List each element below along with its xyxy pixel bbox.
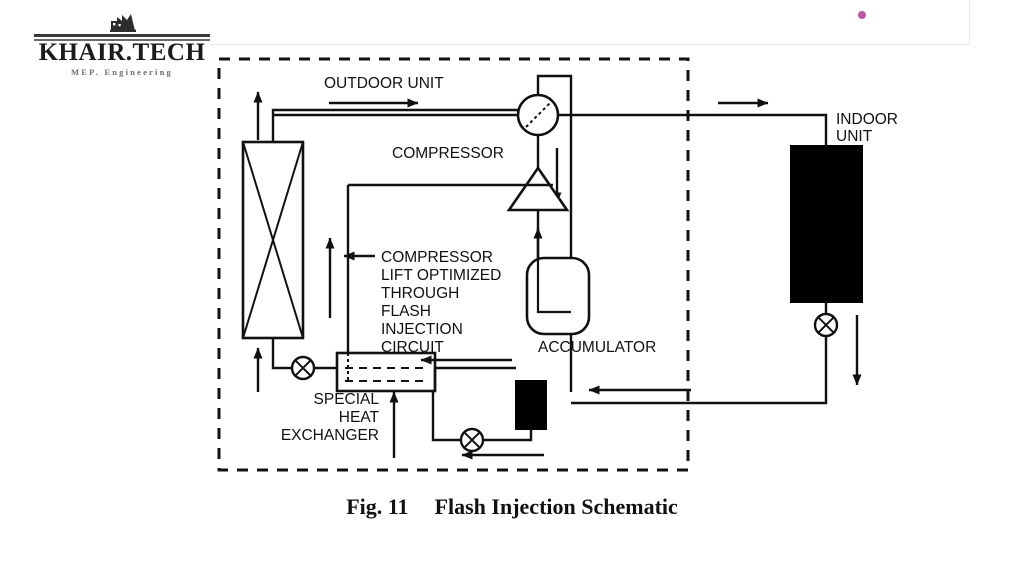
pipe-indoor-liquid-line	[571, 302, 828, 405]
expansion-valve-injection-cross	[463, 431, 481, 449]
label-special-hx-line2: HEAT	[339, 409, 380, 426]
logo-rule-upper	[34, 34, 210, 37]
accumulator-dip-tube	[536, 258, 571, 314]
label-special-hx-line3: EXCHANGER	[281, 427, 379, 444]
accumulator	[525, 256, 591, 336]
callout-line5: INJECTION	[381, 321, 463, 338]
outdoor-coil-cross	[242, 141, 304, 339]
label-outdoor-unit: OUTDOOR UNIT	[324, 75, 444, 92]
label-special-hx-line1: SPECIAL	[314, 391, 380, 408]
callout-line3: THROUGH	[381, 285, 459, 302]
pipe-valve-top-loop	[536, 74, 573, 392]
magenta-dot-artifact	[858, 11, 866, 19]
factory-building-icon	[110, 12, 136, 32]
pipe-valve-to-indoor	[558, 113, 828, 145]
special-heat-exchanger	[335, 351, 437, 393]
expansion-valve-indoor-cross	[817, 316, 835, 334]
callout-line1: COMPRESSOR	[381, 249, 493, 266]
label-indoor-unit-line2: UNIT	[836, 128, 873, 145]
compressor	[506, 165, 570, 212]
logo-wordmark: KHAIR.TECH	[38, 39, 206, 66]
callout-line2: LIFT OPTIMIZED	[381, 267, 501, 284]
indoor-coil	[790, 145, 863, 303]
header-right-divider	[969, 0, 970, 45]
callout-line4: FLASH	[381, 303, 431, 320]
figure-title: Flash Injection Schematic	[434, 494, 678, 519]
expansion-valve-outdoor-cross	[294, 359, 312, 377]
figure-number: Fig. 11	[346, 494, 409, 519]
pipe-hx-to-subcooler	[433, 366, 516, 391]
logo-rule-lower	[34, 39, 210, 41]
pipe-hx-to-outdoor-valve	[271, 338, 337, 370]
label-accumulator: ACCUMULATOR	[538, 339, 656, 356]
figure-caption: Fig. 11 Flash Injection Schematic	[0, 494, 1024, 520]
label-compressor: COMPRESSOR	[392, 145, 504, 162]
callout-line6: CIRCUIT	[381, 339, 444, 356]
label-indoor-unit-line1: INDOOR	[836, 111, 898, 128]
header-divider	[210, 44, 970, 45]
pipe-coil-top-to-valve	[271, 108, 538, 142]
subcooler-block	[515, 380, 547, 430]
khair-tech-logo: KHAIR.TECH MEP. Engineering	[34, 12, 210, 77]
logo-tagline: MEP. Engineering	[71, 67, 173, 77]
